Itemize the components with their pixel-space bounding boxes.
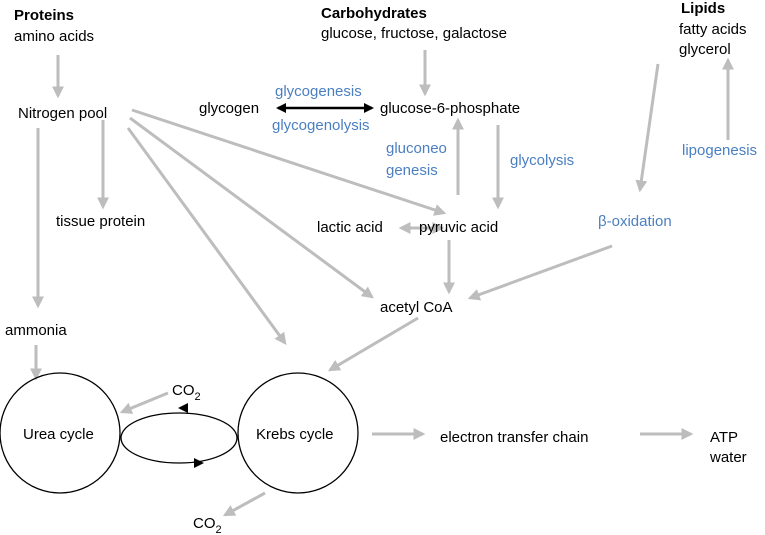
- gluconeogenesis-label-2: genesis: [386, 162, 438, 179]
- glucose-6-phosphate: glucose-6-phosphate: [380, 100, 520, 117]
- atp: ATP: [710, 429, 738, 446]
- tissue-protein: tissue protein: [56, 213, 145, 230]
- glycogenolysis-label: glycogenolysis: [272, 117, 370, 134]
- sugars: glucose, fructose, galactose: [321, 25, 507, 42]
- krebs-cycle-circle: [237, 372, 359, 494]
- loop-arrowhead-left: [178, 403, 188, 413]
- gluconeogenesis-label-1: gluconeo: [386, 140, 447, 157]
- pyruvic-acid: pyruvic acid: [419, 219, 498, 236]
- arrow-nitrogen-pyruvic: [131, 108, 447, 216]
- beta-oxidation-label: β-oxidation: [598, 213, 672, 230]
- lipids-title: Lipids: [681, 0, 725, 17]
- arrow-nitrogen-acetylcoa: [129, 116, 374, 299]
- arrow-betaox-acetylcoa: [467, 244, 613, 301]
- glycogen: glycogen: [199, 100, 259, 117]
- arrow-acetylcoa-krebs: [327, 316, 419, 372]
- carbohydrates-title: Carbohydrates: [321, 5, 427, 22]
- co2-input: CO2: [172, 382, 201, 403]
- arrow-nitrogen-krebs: [126, 127, 287, 345]
- lactic-acid: lactic acid: [317, 219, 383, 236]
- acetyl-coa: acetyl CoA: [380, 299, 453, 316]
- amino-acids: amino acids: [14, 28, 94, 45]
- co2-output: CO2: [193, 515, 222, 535]
- electron-transfer-chain: electron transfer chain: [440, 429, 588, 446]
- labels: Proteins amino acids Carbohydrates gluco…: [5, 0, 757, 535]
- urea-krebs-loop: [120, 412, 238, 464]
- urea-cycle-circle: [0, 372, 121, 494]
- glycogenesis-label: glycogenesis: [275, 83, 362, 100]
- arrow-co2-urea: [119, 391, 169, 414]
- water: water: [709, 449, 747, 466]
- glycerol: glycerol: [679, 41, 731, 58]
- arrows: [30, 50, 734, 517]
- glycolysis-label: glycolysis: [510, 152, 574, 169]
- krebs-cycle-label: Krebs cycle: [256, 426, 334, 443]
- lipogenesis-label: lipogenesis: [682, 142, 757, 159]
- arrow-fattyacids-betaox: [635, 63, 660, 193]
- loop-arrowhead-right: [194, 458, 204, 468]
- proteins-title: Proteins: [14, 7, 74, 24]
- ammonia: ammonia: [5, 322, 67, 339]
- urea-cycle-label: Urea cycle: [23, 426, 94, 443]
- fatty-acids: fatty acids: [679, 21, 747, 38]
- nitrogen-pool: Nitrogen pool: [18, 105, 107, 122]
- arrow-krebs-co2: [222, 491, 266, 517]
